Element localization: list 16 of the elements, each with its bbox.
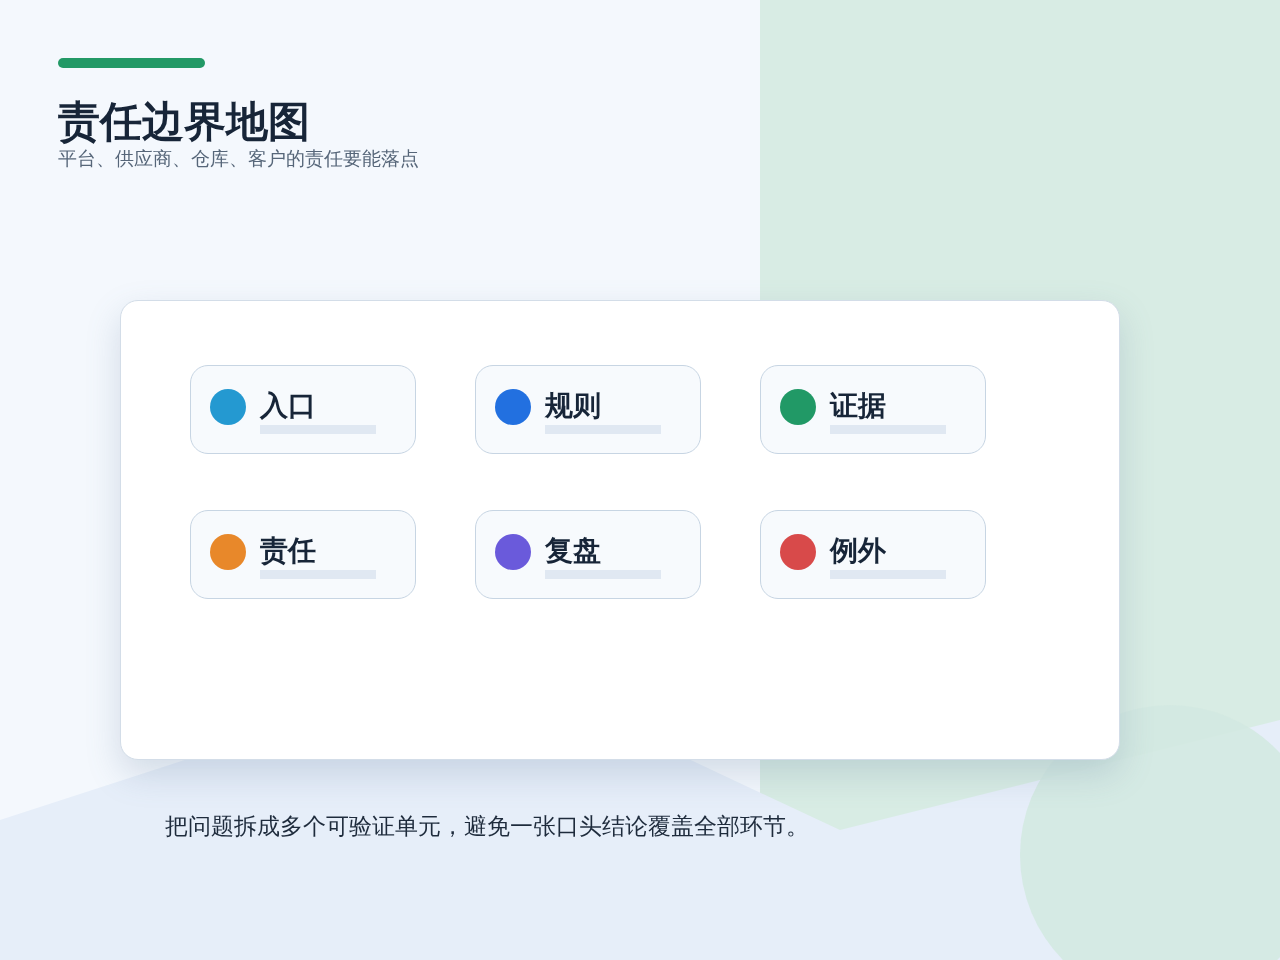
category-card <box>760 510 986 599</box>
card-label: 责任 <box>260 535 316 567</box>
card-label: 证据 <box>830 390 886 422</box>
caption: 把问题拆成多个可验证单元，避免一张口头结论覆盖全部环节。 <box>165 813 809 841</box>
card-label: 复盘 <box>545 535 601 567</box>
category-card <box>475 510 701 599</box>
card-label: 入口 <box>260 390 316 422</box>
category-card <box>475 365 701 454</box>
card-label: 例外 <box>830 535 886 567</box>
card-label: 规则 <box>545 390 601 422</box>
subtitle: 平台、供应商、仓库、客户的责任要能落点 <box>58 147 419 171</box>
page-title: 责任边界地图 <box>58 97 310 147</box>
category-card <box>190 510 416 599</box>
category-card <box>190 365 416 454</box>
category-card <box>760 365 986 454</box>
content-panel <box>120 300 1120 760</box>
